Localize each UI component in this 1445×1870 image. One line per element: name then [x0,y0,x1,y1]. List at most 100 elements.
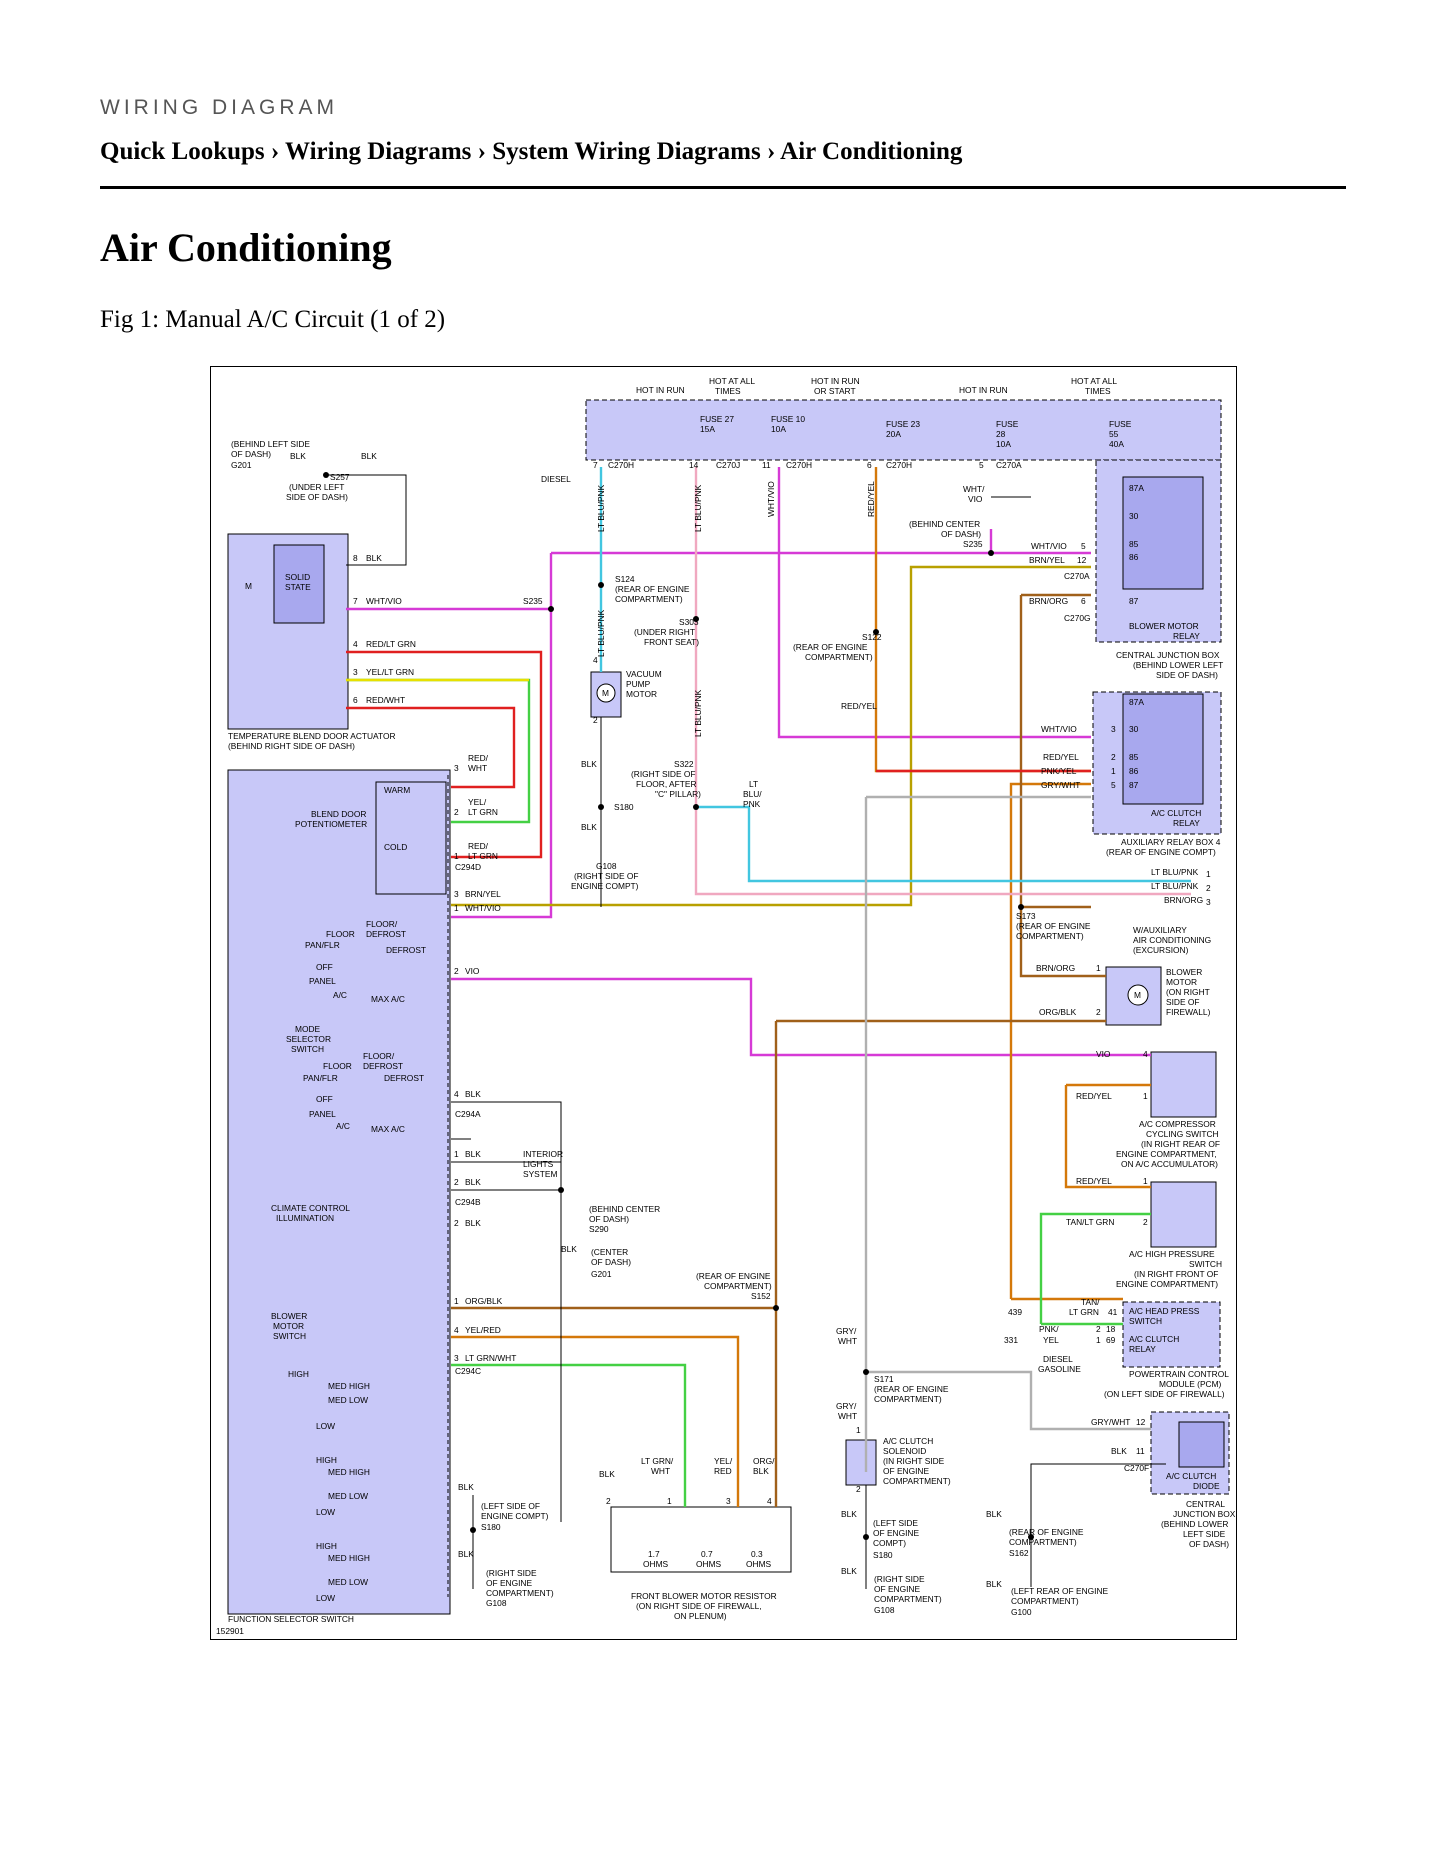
diagram-label: G100 [1011,1607,1032,1617]
wire-black [326,474,1166,1589]
diagram-label: BLK [361,451,377,461]
diagram-label: SOLENOID [883,1446,926,1456]
diagram-label: 3 [454,889,459,899]
diagram-label: MODE [295,1024,321,1034]
diagram-label: BRN/ORG [1029,596,1068,606]
diagram-label: 1.7 [648,1549,660,1559]
diagram-label: POWERTRAIN CONTROL [1129,1369,1229,1379]
diagram-label: CENTRAL JUNCTION BOX [1116,650,1220,660]
diagram-label: 1 [454,851,459,861]
diagram-label: MOTOR [626,689,657,699]
diagram-label: DIESEL [1043,1354,1073,1364]
diagram-label: HIGH [316,1541,337,1551]
diagram-label: M [245,581,252,591]
diagram-label: 18 [1106,1324,1116,1334]
diagram-label: S303 [679,617,699,627]
diagram-label: GASOLINE [1038,1364,1081,1374]
diagram-label: C270F [1124,1463,1149,1473]
diagram-label: BLOWER [271,1311,307,1321]
diagram-label: SIDE OF DASH) [1156,670,1218,680]
diagram-label: 2 [1143,1217,1148,1227]
diagram-label: COMPARTMENT) [704,1281,772,1291]
diagram-label: RED/YEL [1076,1091,1112,1101]
diagram-label: OF ENGINE [874,1584,920,1594]
diagram-label: DEFROST [384,1073,424,1083]
diagram-label: PANEL [309,976,336,986]
diagram-label: A/C COMPRESSOR [1139,1119,1216,1129]
diagram-label: FUSE [1109,419,1132,429]
diagram-label: (ON RIGHT SIDE OF FIREWALL, [636,1601,762,1611]
diagram-label: BRN/ORG [1164,895,1203,905]
diagram-label: S173 [1016,911,1036,921]
diagram-label: (IN RIGHT SIDE [883,1456,945,1466]
diagram-label: RED/YEL [841,701,877,711]
diagram-label: 87A [1129,483,1144,493]
wiring-diagram-canvas: .w{fill:none;stroke-width:2.4;} .k{fill:… [216,376,1236,1636]
diagram-label: 4 [767,1496,772,1506]
diagram-label: TIMES [1085,386,1111,396]
diagram-label: 4 [353,639,358,649]
diagram-label: LT GRN [1069,1307,1099,1317]
diagram-label: 1 [454,1149,459,1159]
breadcrumb[interactable]: Quick Lookups › Wiring Diagrams › System… [100,138,963,165]
diagram-label: SELECTOR [286,1034,331,1044]
diagram-label: OF DASH) [941,529,981,539]
diagram-label: S162 [1009,1548,1029,1558]
diagram-label: A/C [333,990,347,1000]
diagram-label: 6 [867,460,872,470]
diagram-label: (REAR OF ENGINE [793,642,868,652]
diagram-label: MED HIGH [328,1553,370,1563]
wire-orange [451,467,1151,1507]
diagram-label: SWITCH [1129,1316,1162,1326]
diagram-label: (REAR OF ENGINE [615,584,690,594]
diagram-label: 1 [667,1496,672,1506]
diagram-label: (BEHIND CENTER [909,519,980,529]
diagram-label: S124 [615,574,635,584]
diagram-label: C270H [786,460,812,470]
diagram-label: COMPARTMENT) [874,1394,942,1404]
diagram-label: ORG/BLK [1039,1007,1077,1017]
diagram-label: BLEND DOOR [311,809,366,819]
diagram-label: SYSTEM [523,1169,557,1179]
diagram-label: MOTOR [273,1321,304,1331]
diagram-label: 1 [454,903,459,913]
diagram-label: RED [714,1466,732,1476]
diagram-label: COMPARTMENT) [874,1594,942,1604]
wire-cyan [599,467,1191,883]
diagram-label: 86 [1129,552,1139,562]
diagram-label: 12 [1136,1417,1146,1427]
diagram-label: COMPARTMENT) [486,1588,554,1598]
wire-gray [864,795,1151,1472]
diagram-label: ENGINE COMPARTMENT) [1116,1279,1218,1289]
vacuum-pump-box [590,671,622,718]
diagram-label: BLK [366,553,382,563]
diagram-label: 2 [593,715,598,725]
diagram-label: 439 [1008,1307,1022,1317]
diagram-label: 6 [1081,596,1086,606]
diagram-label: VIO [1096,1049,1111,1059]
diagram-label: 85 [1129,752,1139,762]
diagram-label: BLK [841,1509,857,1519]
diagram-label: S122 [862,632,882,642]
diagram-label: G108 [596,861,617,871]
diagram-label: WHT/VIO [366,596,402,606]
diagram-label: LT BLU/PNK [596,609,606,657]
diagram-label: OHMS [696,1559,722,1569]
diagram-label: 5 [1111,780,1116,790]
diagram-label: SWITCH [1189,1259,1222,1269]
diagram-label: C294C [455,1366,481,1376]
diagram-label: SIDE OF DASH) [286,492,348,502]
diagram-label: (ON LEFT SIDE OF FIREWALL) [1104,1389,1225,1399]
diagram-label: CENTRAL [1186,1499,1225,1509]
diagram-label: PANEL [309,1109,336,1119]
diagram-label: (CENTER [591,1247,628,1257]
splice-dots [323,472,1034,1540]
diagram-label: HOT AT ALL [709,376,755,386]
diagram-label: 3 [726,1496,731,1506]
diagram-label: LOW [316,1507,335,1517]
diagram-label: MED LOW [328,1395,368,1405]
diagram-label: COMPT) [873,1538,906,1548]
diagram-label: ORG/ [753,1456,775,1466]
diagram-label: (LEFT SIDE OF [481,1501,540,1511]
diagram-label: BLK [1111,1446,1127,1456]
